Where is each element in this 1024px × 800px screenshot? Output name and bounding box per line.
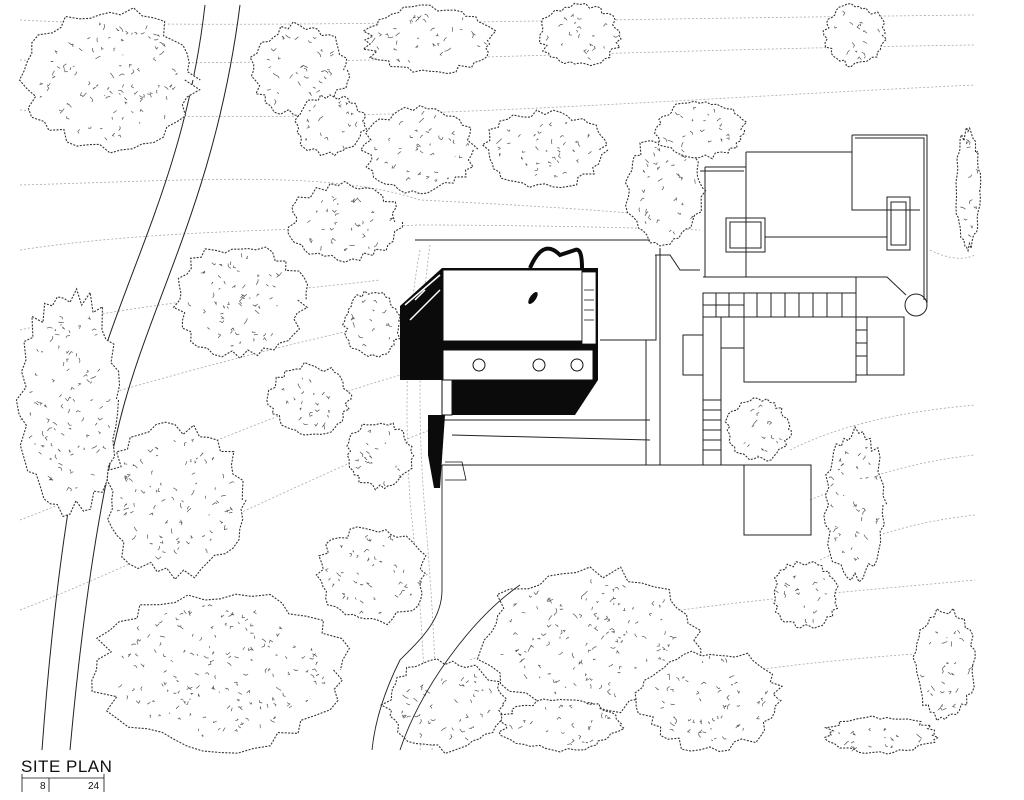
scale-label-24: 24 (88, 781, 100, 792)
tree-canopy (538, 2, 622, 67)
existing-house (415, 134, 928, 536)
tree-canopy (266, 361, 353, 436)
tree-canopy (346, 422, 415, 491)
tree-canopy (498, 698, 626, 753)
tree-canopy (654, 100, 748, 160)
tree-canopy (912, 607, 976, 722)
tree-canopy (341, 290, 402, 358)
tree-canopy (315, 526, 428, 626)
tree-canopy (823, 715, 940, 755)
tree-canopy (724, 397, 793, 462)
new-house-black-mass (400, 246, 598, 488)
tree-canopy (172, 246, 309, 360)
drawing-title: SITE PLAN (21, 757, 113, 776)
tree-canopy (822, 2, 888, 68)
tree-canopy (15, 287, 121, 518)
tree-canopy (773, 560, 839, 630)
scale-bar (21, 774, 105, 792)
tree-canopy (360, 104, 480, 195)
tree-canopy (294, 94, 368, 157)
tree-canopy (481, 109, 609, 189)
tree-canopy (18, 7, 201, 154)
tree-canopy (955, 125, 982, 253)
scale-label-8: 8 (40, 781, 46, 792)
tree-canopy (476, 566, 702, 714)
tree-canopy (106, 421, 247, 581)
driveway (371, 464, 744, 751)
tree-canopy (287, 180, 404, 263)
tree-canopy (823, 425, 888, 583)
tree-canopy (361, 4, 497, 75)
tree-canopy (91, 593, 351, 754)
tree-canopy (379, 658, 508, 755)
trees (15, 2, 982, 755)
tree-canopy (634, 650, 784, 753)
skylights (472, 358, 584, 372)
